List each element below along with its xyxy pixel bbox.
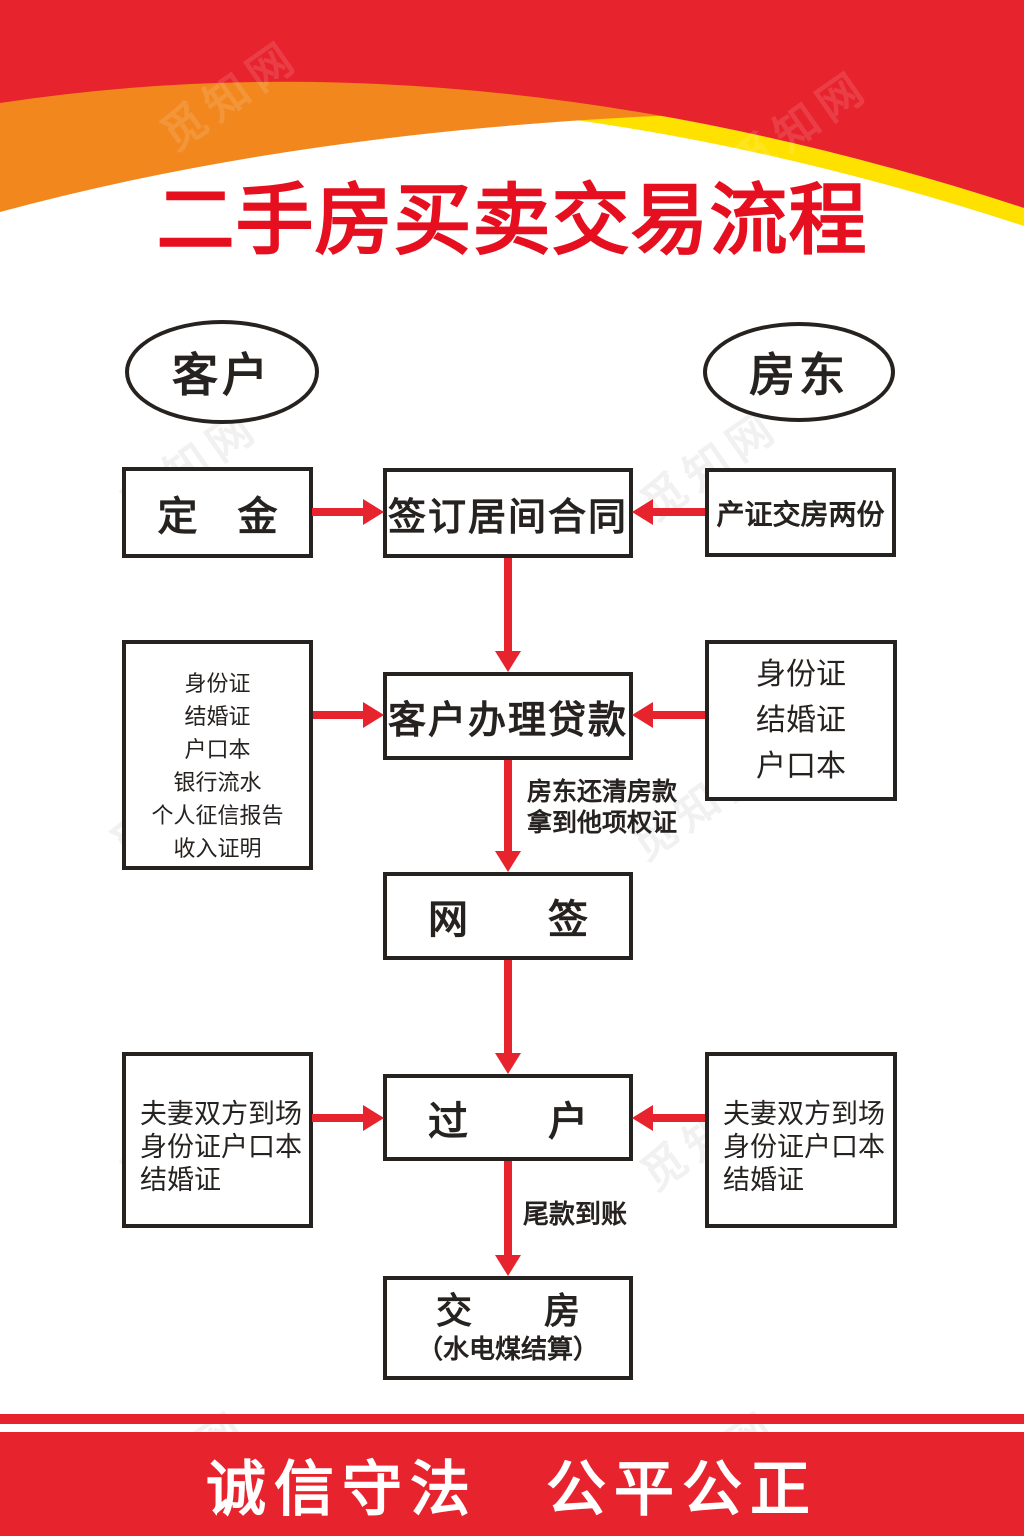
loan-note-line2: 拿到他项权证 xyxy=(527,808,678,837)
arrow-onlinesign-to-transfer xyxy=(504,960,512,1054)
flow-box-landlord-docs: 身份证 结婚证 户口本 xyxy=(705,640,897,801)
doc-line: 结婚证 xyxy=(723,1165,804,1196)
doc-line: 户口本 xyxy=(184,738,251,763)
final-payment-note: 尾款到账 xyxy=(523,1200,628,1230)
flow-box-handover: 交 房 （水电煤结算） xyxy=(383,1276,633,1380)
doc-line: 身份证 xyxy=(756,656,846,692)
doc-line: 身份证户口本 xyxy=(723,1132,885,1163)
doc-line: 结婚证 xyxy=(184,705,251,730)
property-cert-label: 产证交房两份 xyxy=(716,497,885,531)
flow-box-transfer: 过 户 xyxy=(383,1074,633,1161)
sign-contract-label: 签订居间合同 xyxy=(387,494,628,539)
header-swoosh xyxy=(0,0,1024,226)
arrow-transfer-to-handover xyxy=(504,1161,512,1256)
doc-line: 个人征信报告 xyxy=(151,804,284,829)
arrow-cert-to-sign xyxy=(652,508,705,516)
customer-loan-label: 客户办理贷款 xyxy=(387,697,628,742)
actor-oval-customer: 客户 xyxy=(125,320,319,424)
footer-band: 诚信守法 公平公正 xyxy=(0,1432,1024,1536)
arrow-sign-to-loan xyxy=(504,558,512,652)
arrow-docs-to-transfer-left xyxy=(312,1114,364,1122)
loan-note-line1: 房东还清房款 xyxy=(527,777,678,806)
doc-line: 身份证户口本 xyxy=(140,1132,302,1163)
flow-box-property-cert: 产证交房两份 xyxy=(705,468,896,557)
flow-box-transfer-docs-landlord: 夫妻双方到场 身份证户口本 结婚证 xyxy=(705,1052,897,1228)
flow-box-deposit: 定 金 xyxy=(122,467,313,558)
arrow-loan-to-onlinesign xyxy=(504,760,512,852)
arrow-landlorddocs-to-loan xyxy=(652,711,705,719)
flow-box-online-sign: 网 签 xyxy=(383,872,633,960)
arrow-deposit-to-sign xyxy=(312,508,364,516)
doc-line: 夫妻双方到场 xyxy=(140,1099,302,1130)
handover-sublabel: （水电煤结算） xyxy=(416,1335,599,1366)
doc-line: 收入证明 xyxy=(173,837,262,862)
doc-line: 户口本 xyxy=(756,748,846,784)
loan-note: 房东还清房款 拿到他项权证 xyxy=(527,776,677,838)
transfer-label: 过 户 xyxy=(428,1098,588,1145)
flow-box-transfer-docs-customer: 夫妻双方到场 身份证户口本 结婚证 xyxy=(122,1052,313,1228)
footer-slogan: 诚信守法 公平公正 xyxy=(206,1454,818,1525)
footer-divider-stripe xyxy=(0,1414,1024,1424)
actor-oval-landlord: 房东 xyxy=(703,322,895,422)
actor-customer-label: 客户 xyxy=(172,348,272,402)
doc-line: 结婚证 xyxy=(756,702,846,738)
flow-box-customer-loan-docs: 身份证 结婚证 户口本 银行流水 个人征信报告 收入证明 xyxy=(122,640,313,870)
flow-box-sign-contract: 签订居间合同 xyxy=(383,468,633,558)
page-title: 二手房买卖交易流程 xyxy=(156,176,868,266)
doc-line: 身份证 xyxy=(184,672,251,697)
doc-line: 夫妻双方到场 xyxy=(723,1099,885,1130)
doc-line: 结婚证 xyxy=(140,1165,221,1196)
arrow-docs-to-loan xyxy=(313,711,364,719)
handover-label: 交 房 xyxy=(435,1291,580,1333)
actor-landlord-label: 房东 xyxy=(749,348,849,402)
deposit-label: 定 金 xyxy=(157,493,278,540)
arrow-docs-to-transfer-right xyxy=(652,1114,705,1122)
flow-box-customer-loan: 客户办理贷款 xyxy=(383,672,633,760)
doc-line: 银行流水 xyxy=(173,771,262,796)
swoosh-red-top xyxy=(0,0,1024,208)
online-sign-label: 网 签 xyxy=(428,897,588,943)
